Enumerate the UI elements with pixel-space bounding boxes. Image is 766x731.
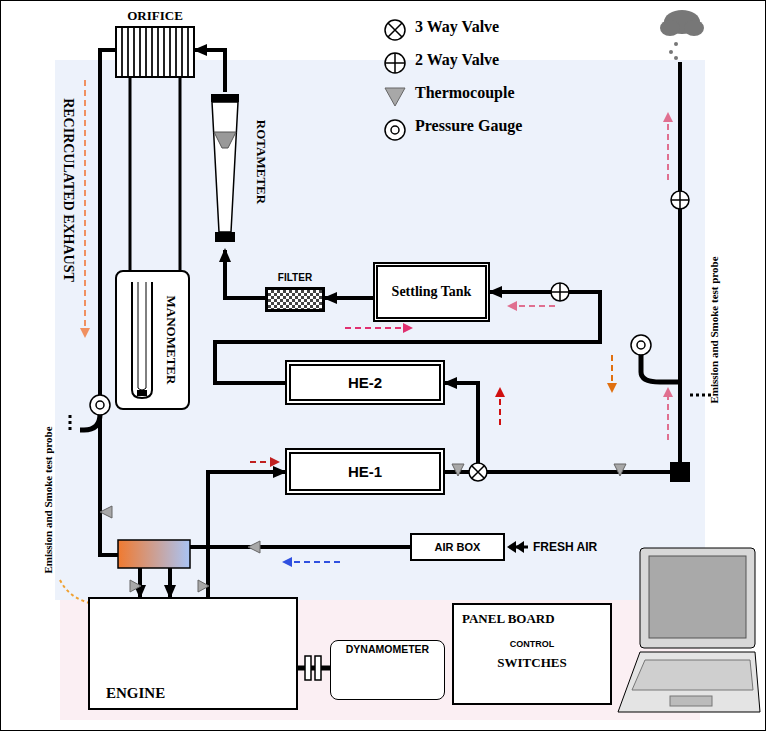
pipe-connector — [129, 78, 132, 270]
node-label: AIR BOX — [435, 541, 481, 553]
laptop — [618, 548, 760, 712]
pipe-label: RECIRCULATED EXHAUST — [60, 98, 76, 282]
orifice: ORIFICE — [115, 8, 195, 78]
shaft-coupling — [305, 656, 321, 680]
engine: ENGINE — [88, 597, 298, 710]
fresh-air-arrow — [507, 541, 528, 553]
pipe-connector — [445, 383, 478, 472]
pipe-connector — [325, 296, 373, 300]
node-label: ENGINE — [106, 685, 165, 702]
node-label: FILTER — [265, 272, 325, 283]
legend-text: Thermocouple — [415, 84, 515, 102]
flow-arrowheads — [80, 112, 673, 567]
pipe-connector — [208, 472, 285, 597]
node-label: ROTAMETER — [253, 120, 269, 204]
manometer-line — [179, 78, 182, 270]
watermark-ground — [55, 60, 705, 600]
flow-arrows — [60, 80, 668, 604]
heat-exchanger: HE-2 — [285, 360, 445, 405]
pipe-connector — [298, 666, 330, 671]
filter: FILTER — [265, 272, 325, 312]
node-label: SWITCHES — [454, 655, 610, 671]
probe — [69, 412, 72, 430]
node-label: DYNAMOMETER — [331, 643, 444, 655]
node-label: MANOMETER — [163, 296, 179, 385]
node-label: Settling Tank — [392, 284, 472, 300]
probe-label: Emission and Smoke test probe — [42, 426, 54, 573]
rotameter: ROTAMETER — [205, 92, 273, 250]
panel-board: PANEL BOARD CONTROL SWITCHES — [452, 603, 612, 705]
legend-text: 2 Way Valve — [415, 51, 499, 69]
node-label: PANEL BOARD — [462, 611, 555, 627]
node-label: ORIFICE — [115, 8, 195, 24]
pipe-connector — [195, 50, 225, 92]
manometer: MANOMETER — [115, 270, 190, 410]
exhaust-cloud — [660, 10, 704, 60]
pipe-connector — [225, 250, 265, 298]
pressure-gauge — [90, 120, 651, 415]
legend-text: Pressure Gauge — [415, 117, 522, 135]
node-label: HE-1 — [348, 463, 382, 480]
settling-tank: Settling Tank — [373, 262, 490, 322]
gauge-stub — [641, 354, 680, 382]
node-label: HE-2 — [348, 374, 382, 391]
dynamometer: DYNAMOMETER — [330, 640, 445, 700]
legend-text: 3 Way Valve — [415, 18, 499, 36]
node-label: CONTROL — [454, 639, 610, 649]
pipe-connector — [170, 547, 410, 597]
gauge-stub — [80, 414, 100, 430]
air-box: AIR BOX — [410, 533, 505, 561]
mixing-chamber — [118, 540, 190, 568]
filter-mesh — [265, 287, 325, 312]
orifice-plates — [115, 26, 195, 78]
heat-exchanger: HE-1 — [285, 448, 445, 495]
thermocouple — [100, 88, 626, 592]
pipe-elbow — [670, 462, 690, 482]
probe-label: Emission and Smoke test probe — [708, 256, 720, 403]
inlet-label: FRESH AIR — [533, 540, 597, 554]
